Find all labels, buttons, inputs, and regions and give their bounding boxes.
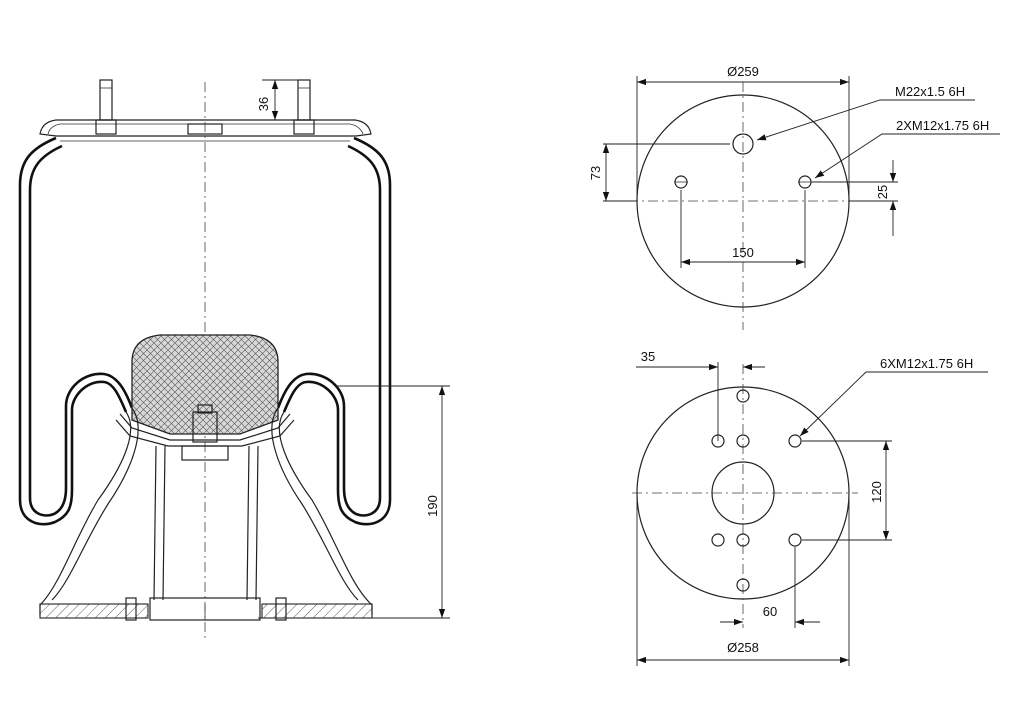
base-plate-left (39, 603, 149, 619)
bottom-hole-lower-right (788, 533, 802, 547)
top-bead-plate (39, 119, 372, 137)
dim-stud-spacing: 150 (732, 245, 754, 260)
dim-top-diameter: Ø259 (727, 64, 759, 79)
top-plate-view: Ø259 M22x1.5 6H 2XM12x1.75 6H 73 25 150 (588, 64, 1000, 330)
top-stud-right (293, 79, 315, 135)
dim-stud-offset: 25 (875, 185, 890, 199)
piston-body (153, 445, 259, 601)
air-port-hole (732, 133, 754, 155)
bottom-hole-upper-center (736, 434, 750, 448)
dim-bottom-diameter: Ø258 (727, 640, 759, 655)
top-stud-left (95, 79, 117, 135)
side-view: 36 190 (18, 79, 450, 642)
center-nut (181, 445, 229, 461)
bottom-hole-lower-center (736, 533, 750, 547)
dim-port-offset: 73 (588, 166, 603, 180)
dim-height: 190 (425, 495, 440, 517)
stud-threads: 2XM12x1.75 6H (896, 118, 989, 133)
bellows-right (282, 136, 392, 526)
top-plate-center-boss (187, 123, 223, 135)
base-plate-right (261, 603, 373, 619)
bottom-hole-bottom (736, 578, 750, 592)
bottom-hole-threads: 6XM12x1.75 6H (880, 356, 973, 371)
bottom-hole-top (736, 389, 750, 403)
bottom-plate-view: 35 6XM12x1.75 6H 120 60 Ø258 (632, 349, 988, 666)
air-port-thread: M22x1.5 6H (895, 84, 965, 99)
bottom-hole-lower-left (711, 533, 725, 547)
bottom-hole-upper-right (788, 434, 802, 448)
bellows-left (18, 136, 128, 526)
bottom-center-bore (711, 461, 775, 525)
center-bolt (192, 411, 218, 443)
dim-bottom-offset: 35 (641, 349, 655, 364)
dim-stud-height: 36 (256, 97, 271, 111)
dim-hole-vertical-spacing: 120 (869, 481, 884, 503)
dim-hole-horizontal-spacing: 60 (763, 604, 777, 619)
bumper-stop (131, 334, 279, 435)
